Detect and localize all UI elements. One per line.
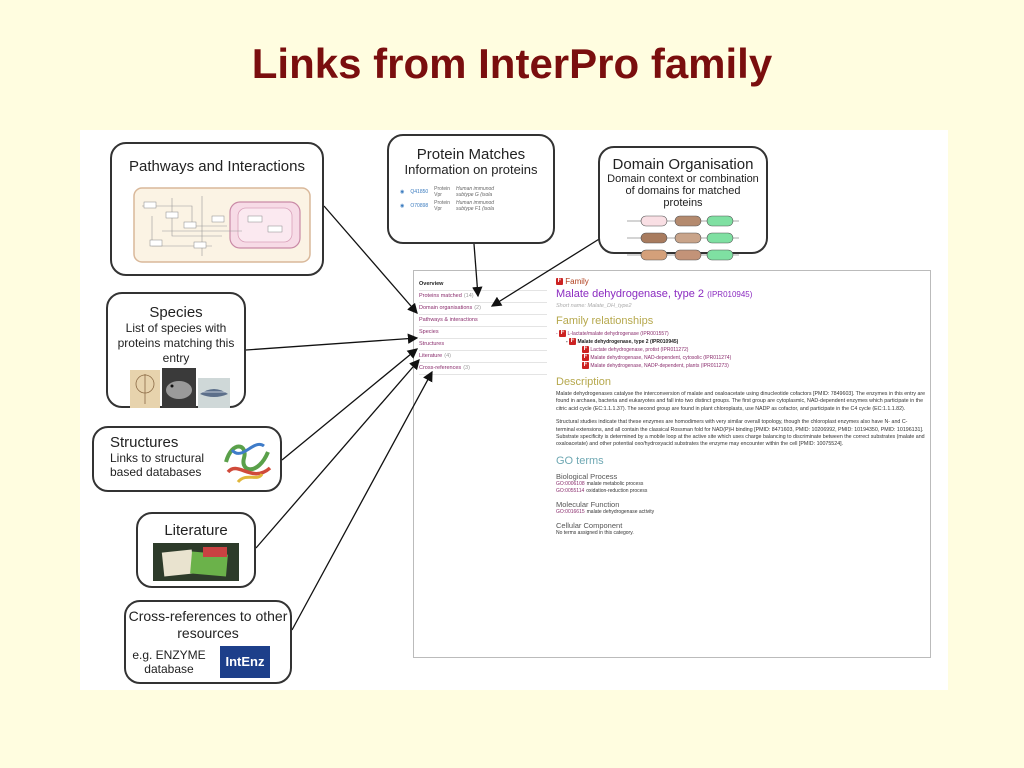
protein-structure-image	[224, 442, 272, 484]
go-term-link[interactable]: GO:0006108	[556, 480, 585, 487]
interpro-entry-page: Overview Proteins matched(14) Domain org…	[413, 270, 931, 658]
family-badge-icon: F	[582, 354, 589, 362]
literature-image	[153, 543, 239, 581]
nav-cross-references[interactable]: Cross-references(3)	[419, 363, 547, 375]
callout-title: Cross-references to other resources	[128, 608, 288, 641]
family-badge-icon: F	[582, 362, 589, 370]
relationship-item-current: - F Malate dehydrogenase, type 2 (IPR010…	[566, 338, 679, 346]
species-images	[130, 368, 230, 408]
nav-proteins-matched[interactable]: Proteins matched(14)	[419, 291, 547, 303]
nav-literature[interactable]: Literature(4)	[419, 351, 547, 363]
callout-subtitle: Information on proteins	[404, 162, 538, 177]
callout-title: Species	[149, 304, 203, 321]
nav-structures[interactable]: Structures	[419, 339, 547, 351]
family-badge-icon: F	[559, 330, 567, 338]
uniprot-icon: ◉	[400, 203, 405, 209]
family-badge-icon: F	[569, 338, 577, 346]
nav-domain-organisations[interactable]: Domain organisations(2)	[419, 303, 547, 315]
callout-literature: Literature	[136, 512, 256, 588]
go-none-text: No terms assigned in this category.	[556, 529, 634, 536]
go-term-link[interactable]: GO:0055114	[556, 487, 585, 494]
callout-species: Species List of species with proteins ma…	[106, 292, 246, 408]
callout-domain-organisation: Domain Organisation Domain context or co…	[598, 146, 768, 261]
go-terms-heading: GO terms	[556, 454, 604, 467]
go-molecular-function-heading: Molecular Function	[556, 499, 620, 509]
callout-subtitle: Domain context or combination of domains…	[607, 173, 759, 209]
uniprot-icon: ◉	[400, 189, 405, 195]
callout-pathways: Pathways and Interactions	[110, 142, 324, 276]
nav-pathways-interactions[interactable]: Pathways & interactions	[419, 315, 547, 327]
description-paragraph: Structural studies indicate that these e…	[556, 419, 925, 448]
entry-sidebar-nav: Overview Proteins matched(14) Domain org…	[419, 279, 547, 375]
nav-overview[interactable]: Overview	[419, 279, 547, 291]
description-paragraph: Malate dehydrogenases catalyse the inter…	[556, 391, 926, 412]
callout-structures: Structures Links to structural based dat…	[92, 426, 282, 492]
entry-type: F Family	[556, 277, 589, 286]
relationship-item[interactable]: F Malate dehydrogenase, NADP-dependent, …	[582, 362, 729, 370]
entry-title: Malate dehydrogenase, type 2 (IPR010945)	[556, 288, 753, 300]
family-badge-icon: F	[582, 346, 589, 354]
protein-accession[interactable]: O70898	[410, 203, 429, 209]
pathway-diagram-image	[133, 187, 311, 263]
entry-main-content: F Family Malate dehydrogenase, type 2 (I…	[556, 277, 926, 537]
callout-protein-matches: Protein Matches Information on proteins …	[387, 134, 555, 244]
callout-title: Structures	[110, 434, 179, 451]
domain-architecture-image	[627, 215, 739, 261]
relationship-item[interactable]: F Lactate dehydrogenase, protist (IPR011…	[582, 346, 689, 354]
protein-accession[interactable]: Q41850	[410, 189, 429, 195]
description-heading: Description	[556, 376, 612, 388]
callout-subtitle: List of species with proteins matching t…	[117, 321, 235, 365]
slide-title: Links from InterPro family	[251, 40, 773, 87]
entry-accession: (IPR010945)	[707, 290, 753, 299]
relationship-item[interactable]: - F L-lactate/malate dehydrogenase (IPR0…	[556, 330, 669, 338]
intenz-logo: IntEnz	[220, 646, 270, 678]
nav-species[interactable]: Species	[419, 327, 547, 339]
go-term-link[interactable]: GO:0016615	[556, 508, 585, 515]
callout-title: Protein Matches	[416, 146, 526, 163]
relationship-item[interactable]: F Malate dehydrogenase, NAD-dependent, c…	[582, 354, 732, 362]
go-cellular-component-heading: Cellular Component	[556, 520, 623, 530]
callout-title: Pathways and Interactions	[129, 158, 305, 175]
go-biological-process-heading: Biological Process	[556, 471, 618, 481]
family-badge-icon: F	[556, 278, 563, 286]
callout-subtitle: e.g. ENZYME database	[132, 648, 206, 676]
entry-short-name: Short name: Malate_DH_type2	[556, 303, 632, 309]
family-relationships-heading: Family relationships	[556, 315, 654, 327]
callout-subtitle: Links to structural based databases	[110, 451, 205, 479]
callout-cross-references: Cross-references to other resources e.g.…	[124, 600, 292, 684]
family-relationships-tree: - F L-lactate/malate dehydrogenase (IPR0…	[556, 330, 926, 370]
callout-title: Literature	[164, 522, 228, 539]
callout-title: Domain Organisation	[612, 156, 754, 173]
